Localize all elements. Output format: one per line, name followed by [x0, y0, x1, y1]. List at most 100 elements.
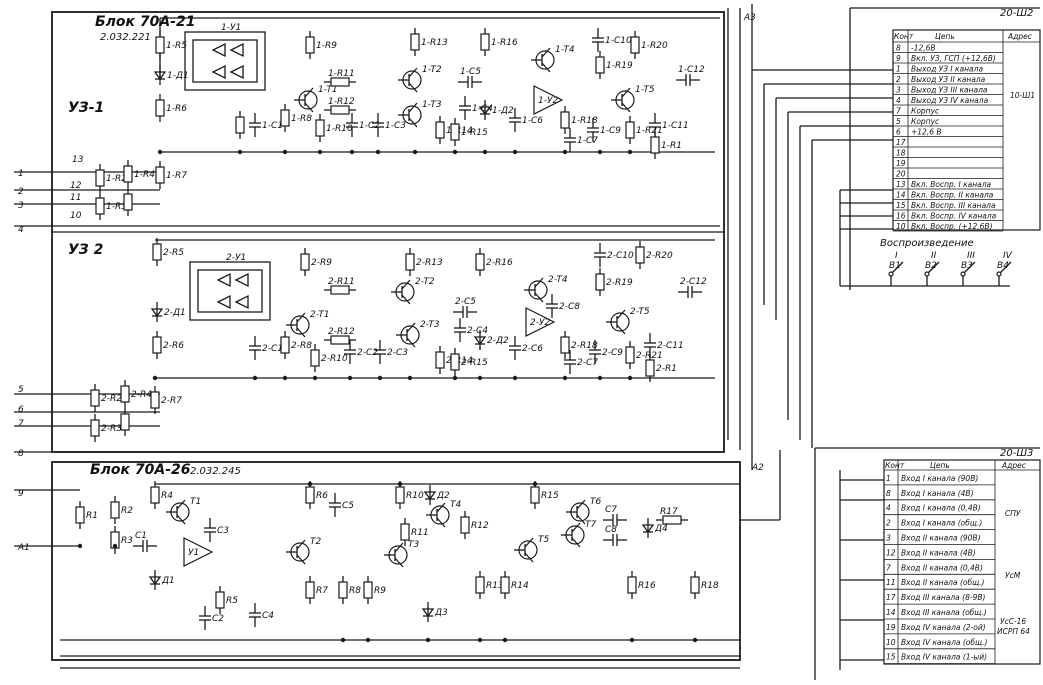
u2-r18-label: 2-R19 [606, 278, 633, 288]
u1-t4-label: 1-T4 [555, 45, 575, 55]
connector1-row-pin: 14 [896, 191, 906, 200]
b2-r11-label: R11 [411, 528, 429, 538]
u2-r21-label: 2-R1 [656, 364, 677, 374]
b2-c2-label: C2 [212, 614, 224, 624]
connector2-row-pin: 17 [886, 593, 896, 602]
u2-c1-label: 2-C1 [262, 344, 283, 354]
components-layer: 1-У11-R51-Д11-R61-C11-R81-R91-T11-R111-R… [75, 23, 719, 643]
connector2-row-circuit: Вход II канала (0,4В) [901, 563, 983, 572]
u2-c3: 2-C3 [374, 340, 408, 364]
u1-y2-label: 1-У2 [538, 96, 558, 106]
node-label: 5 [18, 385, 24, 395]
junction-dot [627, 375, 633, 381]
u1-r1: 1-R2 [95, 164, 127, 192]
u1-c7-label: 1-C7 [577, 136, 598, 146]
connector1-row-circuit: Вкл. УЗ, ГСП (+12,6В) [911, 54, 996, 63]
u2-c4-label: 2-C4 [467, 326, 488, 336]
junction-dot [482, 149, 488, 155]
connector2-row-circuit: Вход I канала (0,4В) [901, 504, 981, 513]
b2-r17: R17 [656, 507, 688, 525]
switch-number: II [931, 251, 937, 261]
b2-r10-label: R10 [406, 491, 424, 501]
u1-r15: 1-R15 [450, 118, 488, 146]
u2-c6-label: 2-C6 [522, 344, 543, 354]
u2-r4 [120, 408, 130, 436]
junction-dot [347, 375, 353, 381]
u2-r1-label: 2-R2 [101, 394, 122, 404]
supply-buses [14, 4, 753, 669]
b2-r12: R12 [460, 511, 489, 539]
b2-d4-label: Д4 [654, 524, 668, 534]
u2-r1: 2-R2 [90, 384, 122, 412]
b2-r14: R14 [500, 571, 529, 599]
node-label: 13 [72, 155, 84, 165]
u1-d2-label: 1-Д2 [492, 106, 514, 116]
u2-c2-label: 2-C2 [357, 348, 378, 358]
b2-r11: R11 [400, 518, 429, 546]
b2-r18-label: R18 [701, 581, 719, 591]
b2-t2-label: T2 [310, 537, 321, 547]
u1-r7-label: 1-R7 [166, 171, 187, 181]
connector1-row-pin: 18 [896, 149, 906, 158]
u2-c7-label: 2-C7 [577, 358, 598, 368]
connector1-row-pin: 2 [896, 75, 901, 84]
u2-r2: 2-R3 [90, 414, 122, 442]
u1-t2: 1-T2 [398, 65, 442, 93]
u1-c3: 1-C3 [372, 113, 406, 137]
b2-r14-label: R14 [511, 581, 529, 591]
u2-r17-label: 2-R18 [571, 341, 598, 351]
b2-r4: R4 [150, 481, 173, 509]
u2-r8: 2-R8 [280, 331, 312, 359]
node-label: А1 [17, 543, 30, 553]
connector2-row-circuit: Вход IV канала (2-ой) [901, 623, 986, 632]
node-label: 2 [18, 187, 24, 197]
b2-r3: R3 [110, 526, 133, 554]
u1-r7: 1-R7 [155, 161, 187, 189]
unit1-title: УЗ-1 [68, 100, 104, 116]
u2-r8-label: 2-R8 [291, 341, 312, 351]
node-label: 8 [18, 449, 24, 459]
u1-c2-label: 1-C2 [359, 121, 380, 131]
u1-c6: 1-C6 [509, 108, 543, 132]
u2-c8-label: 2-C8 [559, 302, 580, 312]
u1-r20-label: 1-R21 [636, 126, 663, 136]
u1-r12-label: 1-R12 [328, 97, 355, 107]
u2-c6: 2-C6 [509, 336, 543, 360]
b2-c7-label: C7 [605, 505, 617, 515]
connector1-row-pin: 15 [896, 201, 906, 210]
u2-r11-label: 2-R11 [328, 277, 355, 287]
connector2-address-spu: СПУ [1005, 509, 1021, 518]
b2-r3-label: R3 [121, 536, 133, 546]
u2-c4: 2-C4 [454, 318, 488, 342]
b2-t3-label: T3 [408, 540, 419, 550]
u2-r17: 2-R18 [560, 331, 598, 359]
u2-c1: 2-C1 [249, 336, 283, 360]
u2-d2: 2-Д2 [473, 330, 509, 350]
node-label: 6 [18, 405, 24, 415]
b2-t6-label: T6 [590, 497, 601, 507]
connector2-row-pin: 1 [886, 474, 891, 483]
u2-c5-label: 2-C5 [455, 297, 476, 307]
u1-c3-label: 1-C3 [385, 121, 406, 131]
connector2-row-circuit: Вход IV канала (1-ый) [901, 653, 987, 662]
u1-r12: 1-R12 [324, 97, 356, 115]
u1-r9: 1-R9 [305, 31, 337, 59]
node-label: 4 [18, 225, 24, 235]
connector1-row-circuit: -12,6В [911, 44, 936, 53]
b2-r1-label: R1 [86, 511, 98, 521]
b2-r15-label: R15 [541, 491, 559, 501]
u1-bridge-y1-label: 1-У1 [221, 23, 241, 33]
connector2-head-address: Адрес [1001, 461, 1027, 470]
switch-ref: В3 [961, 261, 973, 271]
connector2-row-pin: 10 [886, 638, 896, 647]
junction-dot [597, 149, 603, 155]
b2-d1-label: Д1 [161, 576, 175, 586]
u1-d1: 1-Д1 [153, 65, 189, 85]
u2-d1: 2-Д1 [150, 302, 186, 322]
u1-r10-label: 1-R10 [326, 124, 353, 134]
u2-t4-label: 2-T4 [548, 275, 568, 285]
b2-t2: T2 [286, 537, 321, 565]
u1-t1: 1-T1 [294, 85, 338, 113]
block1-title: Блок 70А-21 [95, 14, 196, 30]
u1-r13: 1-R13 [410, 28, 448, 56]
